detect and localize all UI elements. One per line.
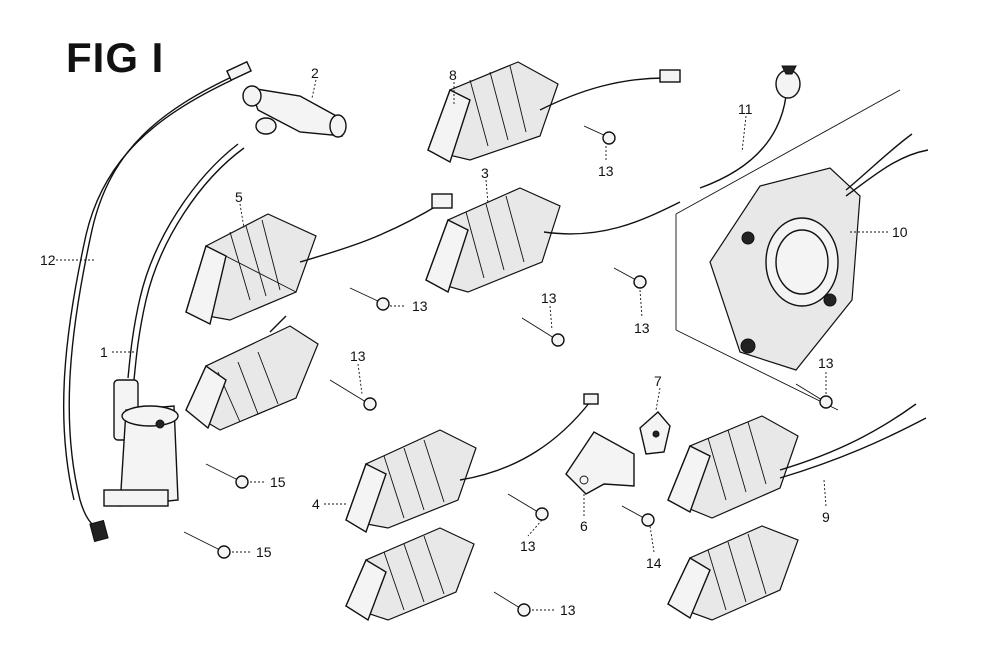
bolt-15-b xyxy=(183,531,231,559)
part-4-coil xyxy=(345,393,599,534)
bolt-13-f xyxy=(507,493,549,521)
callout-13-h: 13 xyxy=(818,355,834,371)
bolt-13-g xyxy=(493,591,531,617)
bolt-13-d xyxy=(613,267,647,289)
bolt-15-a xyxy=(205,463,249,489)
callout-10: 10 xyxy=(892,224,908,240)
leader-lines xyxy=(56,79,890,611)
callout-1: 1 xyxy=(100,344,108,360)
callout-13-e: 13 xyxy=(541,290,557,306)
callout-13-b: 13 xyxy=(350,348,366,364)
coil-bottom-right xyxy=(667,525,799,621)
part-2-plug-cap xyxy=(242,85,347,138)
part-12-lead-wire xyxy=(62,60,253,543)
callout-2: 2 xyxy=(311,65,319,81)
part-7-clip xyxy=(639,411,671,455)
callout-8: 8 xyxy=(449,67,457,83)
bolts xyxy=(183,125,833,617)
callout-9: 9 xyxy=(822,509,830,525)
part-10-stator-base xyxy=(675,89,901,411)
callout-3: 3 xyxy=(481,165,489,181)
part-3-coil xyxy=(425,187,681,294)
part-9-coil xyxy=(667,403,927,519)
part-6-bracket xyxy=(565,431,635,495)
bolt-13-a xyxy=(349,287,390,311)
callout-14: 14 xyxy=(646,555,662,571)
callout-12: 12 xyxy=(40,252,56,268)
callout-13-d: 13 xyxy=(634,320,650,336)
bolt-13-e xyxy=(521,317,565,347)
callout-5: 5 xyxy=(235,189,243,205)
callout-13-f: 13 xyxy=(520,538,536,554)
part-8-coil xyxy=(427,61,681,164)
callout-11: 11 xyxy=(738,101,753,117)
callout-4: 4 xyxy=(312,496,320,512)
bolt-13-c xyxy=(583,125,616,145)
bolt-14 xyxy=(621,505,655,527)
bolt-13-b xyxy=(329,379,377,411)
callout-13-a: 13 xyxy=(412,298,428,314)
callout-7: 7 xyxy=(654,373,662,389)
part-5-charge-coil xyxy=(185,193,453,326)
callout-15-a: 15 xyxy=(270,474,286,490)
bolt-13-h xyxy=(795,383,833,409)
callout-15-b: 15 xyxy=(256,544,272,560)
callout-labels: 1 2 3 4 5 6 7 8 9 10 11 12 13 13 13 13 1… xyxy=(40,65,908,618)
callout-6: 6 xyxy=(580,518,588,534)
figure-title: FIG I xyxy=(66,34,165,81)
part-1-ignition-coil xyxy=(103,143,245,507)
coil-lower-left xyxy=(185,315,319,431)
coil-bottom-middle xyxy=(345,527,475,622)
callout-13-c: 13 xyxy=(598,163,614,179)
callout-13-g: 13 xyxy=(560,602,576,618)
part-11-lead-wire xyxy=(699,65,929,197)
